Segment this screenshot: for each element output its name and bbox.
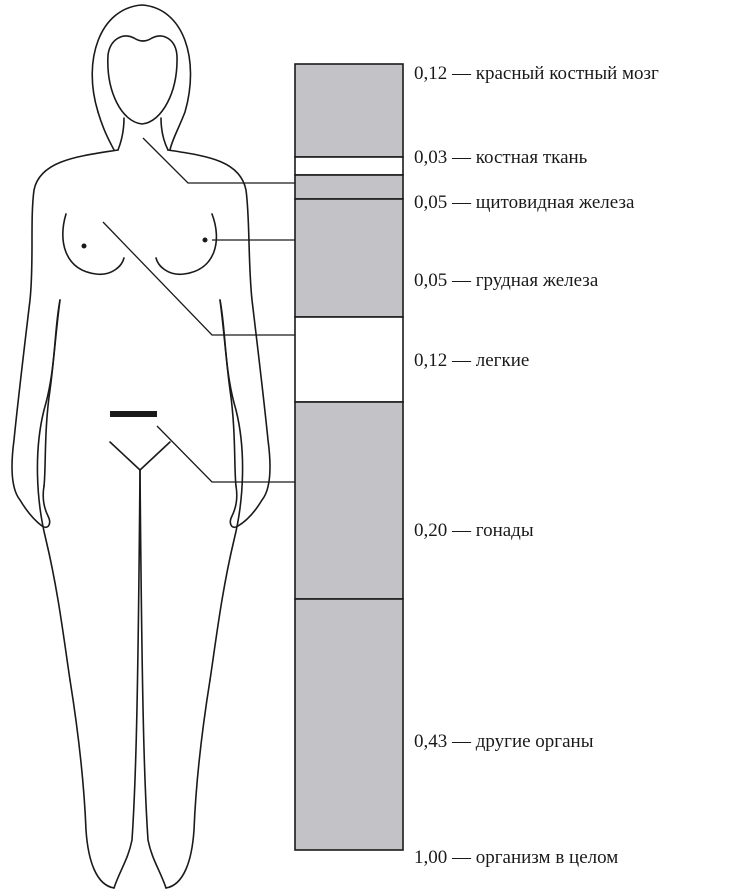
right-leg-outer — [166, 680, 210, 888]
label-whole-body: 1,00 — организм в целом — [414, 847, 618, 868]
label-lungs: 0,12 — легкие — [414, 350, 529, 371]
label-bone-tissue: 0,03 — костная ткань — [414, 147, 588, 168]
right-nipple — [203, 238, 208, 243]
face-outline — [108, 36, 177, 124]
label-breast: 0,05 — грудная железа — [414, 270, 599, 291]
pubic-v — [110, 442, 170, 470]
left-shoulder-arm — [12, 150, 118, 527]
left-breast — [63, 214, 124, 274]
label-thyroid: 0,05 — щитовидная железа — [414, 192, 635, 213]
label-gonads: 0,20 — гонады — [414, 520, 534, 541]
tissue-weight-bar — [295, 64, 403, 850]
bar-segment-thyroid — [295, 175, 403, 199]
left-waist-hip — [37, 300, 70, 680]
leader-thyroid — [143, 138, 307, 183]
label-other-organs: 0,43 — другие органы — [414, 731, 594, 752]
leader-lines — [103, 138, 307, 482]
bar-segment-lungs — [295, 317, 403, 402]
left-leg-outer — [70, 680, 114, 888]
bar-segment-bone-tissue — [295, 157, 403, 175]
label-red-bone-marrow: 0,12 — красный костный мозг — [414, 63, 659, 84]
gonad-marker — [110, 411, 157, 417]
bar-segment-breast — [295, 199, 403, 317]
hair-left-strand — [98, 112, 114, 150]
right-inner-arm — [220, 300, 236, 486]
left-leg-inner — [114, 470, 140, 888]
neck-right — [161, 118, 168, 150]
left-inner-arm — [44, 300, 60, 486]
bar-segment-other-organs — [295, 599, 403, 850]
left-nipple — [82, 244, 87, 249]
right-shoulder-arm — [168, 150, 270, 527]
bar-segment-gonads — [295, 402, 403, 599]
bar-segment-red-bone-marrow — [295, 64, 403, 157]
female-body-figure — [12, 5, 270, 888]
leader-gonads — [157, 426, 307, 482]
labels: 0,12 — красный костный мозг 0,03 — костн… — [414, 63, 659, 868]
neck-left — [118, 118, 124, 150]
right-waist-hip — [210, 300, 243, 680]
right-leg-inner — [140, 470, 166, 888]
right-breast — [156, 214, 216, 274]
